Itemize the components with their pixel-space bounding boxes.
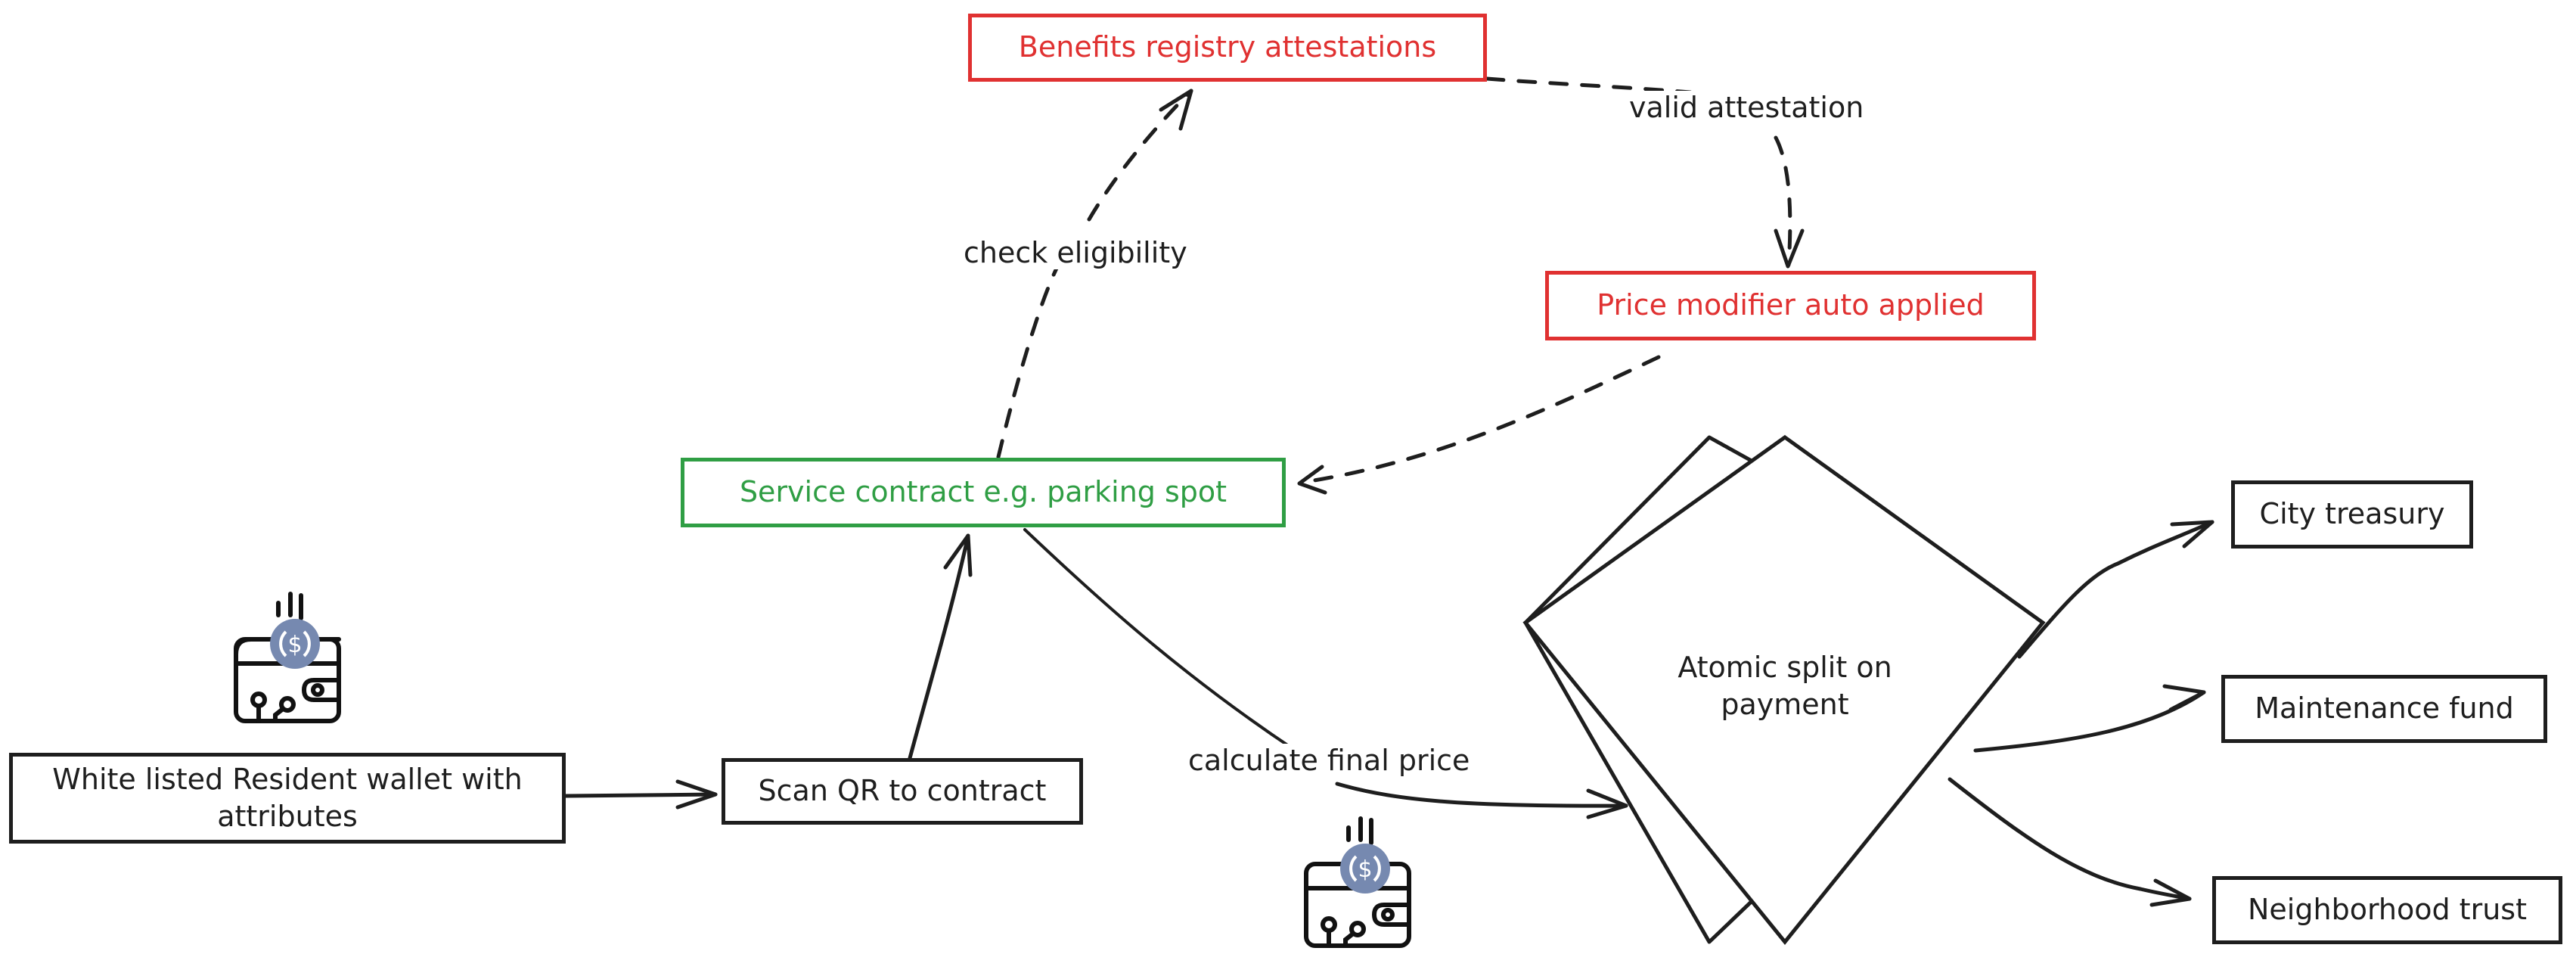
node-service-contract-label: Service contract e.g. parking spot	[739, 475, 1227, 509]
edge-label-calculate-final-price: calculate final price	[1184, 744, 1475, 777]
node-price-modifier[interactable]: Price modifier auto applied	[1545, 271, 2036, 340]
node-neighborhood-trust-label: Neighborhood trust	[2248, 893, 2527, 927]
node-atomic-split-label: Atomic split on payment	[1678, 651, 1892, 722]
edge-label-valid-attestation-text: valid attestation	[1629, 91, 1864, 124]
node-resident-wallet[interactable]: White listed Resident wallet with attrib…	[9, 753, 566, 844]
crypto-wallet-icon: $	[1304, 816, 1411, 948]
edge-scan-to-service	[908, 533, 973, 760]
node-maintenance-fund[interactable]: Maintenance fund	[2221, 675, 2547, 743]
edge-label-valid-attestation: valid attestation	[1625, 91, 1869, 124]
node-scan-qr-label: Scan QR to contract	[758, 774, 1047, 808]
edge-split-to-neighborhood	[1948, 777, 2192, 907]
node-price-modifier-label: Price modifier auto applied	[1597, 288, 1985, 322]
node-scan-qr[interactable]: Scan QR to contract	[722, 758, 1083, 825]
node-resident-wallet-label: White listed Resident wallet with attrib…	[52, 762, 523, 833]
node-city-treasury[interactable]: City treasury	[2231, 480, 2473, 549]
node-service-contract[interactable]: Service contract e.g. parking spot	[681, 458, 1286, 527]
node-benefits-registry-label: Benefits registry attestations	[1018, 30, 1437, 64]
crypto-wallet-icon: $	[234, 592, 341, 723]
edge-split-to-treasury	[2017, 520, 2214, 659]
node-neighborhood-trust[interactable]: Neighborhood trust	[2212, 876, 2562, 944]
node-benefits-registry[interactable]: Benefits registry attestations	[968, 14, 1487, 82]
edge-split-to-maintenance	[1973, 684, 2206, 753]
edge-label-check-eligibility: check eligibility	[959, 236, 1192, 269]
edge-service-to-benefits	[996, 89, 1193, 459]
svg-text:$: $	[287, 632, 302, 658]
edge-benefits-to-price	[1485, 76, 1805, 269]
node-city-treasury-label: City treasury	[2259, 497, 2445, 531]
svg-text:$: $	[1358, 856, 1372, 883]
edge-price-to-service	[1297, 355, 1661, 495]
edge-label-calculate-final-price-text: calculate final price	[1188, 744, 1470, 777]
edge-label-check-eligibility-text: check eligibility	[964, 236, 1187, 269]
node-atomic-split[interactable]: Atomic split on payment	[1630, 649, 1940, 724]
node-maintenance-fund-label: Maintenance fund	[2255, 692, 2514, 726]
edge-wallet-to-scan	[563, 779, 718, 810]
